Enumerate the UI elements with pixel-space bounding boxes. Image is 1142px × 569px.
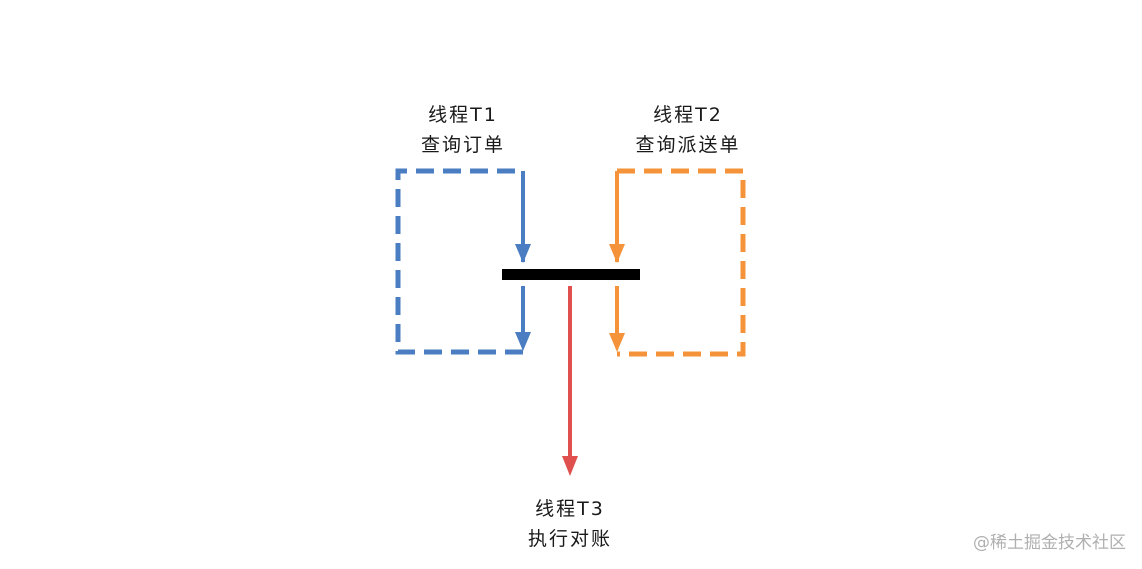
thread-t1-task: 查询订单 [420, 134, 505, 156]
barrier-bar [502, 269, 640, 280]
t1-loop [395, 168, 531, 355]
thread-t2-name: 线程T2 [653, 104, 723, 126]
t1-arrowhead-out [515, 332, 531, 351]
t1-dashed-loop [395, 168, 523, 355]
t2-loop [609, 168, 746, 357]
thread-t3-task: 执行对账 [527, 528, 612, 550]
thread-t1-name: 线程T1 [428, 104, 498, 126]
thread-t2-task: 查询派送单 [635, 134, 741, 156]
thread-t2-label: 线程T2 查询派送单 [598, 100, 778, 160]
t1-arrowhead-in [515, 244, 531, 263]
t3-arrowhead [562, 456, 578, 476]
t2-arrowhead-out [609, 333, 625, 352]
watermark: @稀土掘金技术社区 [973, 533, 1126, 553]
thread-t3-name: 线程T3 [535, 498, 605, 520]
t2-arrowhead-in [609, 244, 625, 263]
thread-t3-label: 线程T3 执行对账 [490, 494, 650, 554]
t3-arrow [562, 286, 578, 476]
thread-t1-label: 线程T1 查询订单 [383, 100, 543, 160]
t2-dashed-loop [617, 168, 746, 357]
